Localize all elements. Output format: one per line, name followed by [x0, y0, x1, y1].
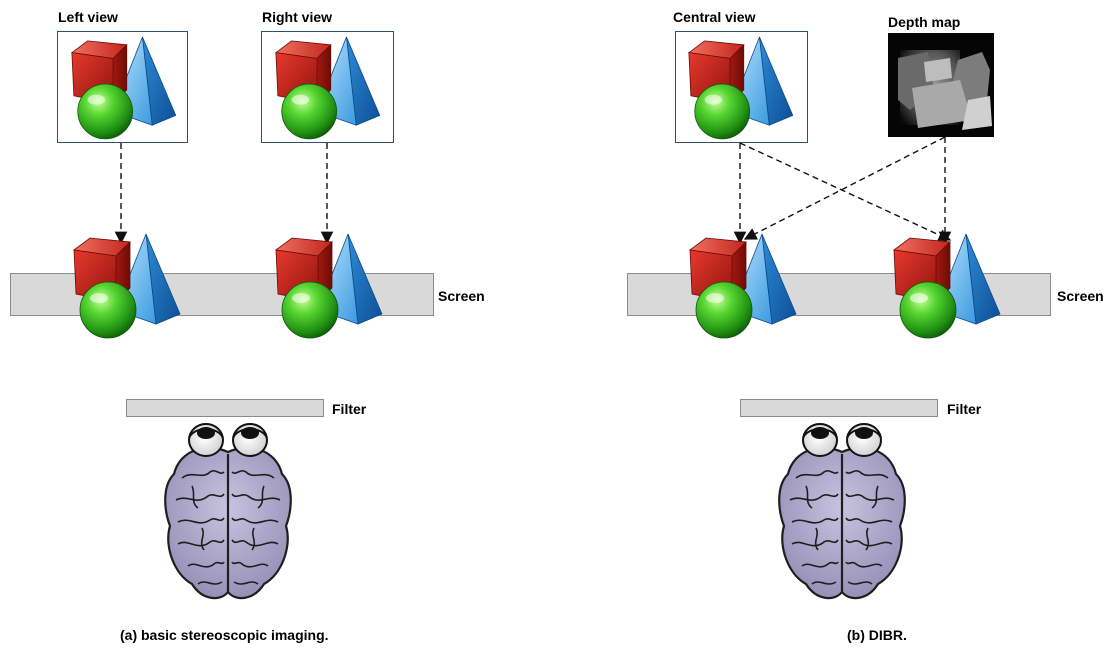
caption-b: (b) DIBR. [847, 627, 907, 643]
arrow-central-right [739, 142, 952, 241]
filter-label-a: Filter [332, 401, 367, 417]
brain-eyes-icon-a [164, 422, 292, 600]
depth-map-label: Depth map [888, 14, 961, 30]
central-view-label: Central view [673, 9, 756, 25]
brain-eyes-icon-b [778, 422, 906, 600]
left-view-objects-icon [71, 36, 177, 140]
filter-label-b: Filter [947, 401, 982, 417]
screen-label-b: Screen [1057, 288, 1104, 304]
screen-label-a: Screen [438, 288, 485, 304]
central-view-objects-icon [688, 36, 794, 140]
left-view-label: Left view [58, 9, 118, 25]
filter-bar-b [740, 399, 938, 417]
filter-bar-a [126, 399, 324, 417]
screen-right-objects-icon [275, 233, 383, 339]
right-view-objects-icon [275, 36, 381, 140]
right-view-label: Right view [262, 9, 333, 25]
screen-b-left-objects-icon [689, 233, 797, 339]
screen-b-right-objects-icon [893, 233, 1001, 339]
arrow-depth-left [743, 136, 946, 240]
depth-map-icon [888, 33, 994, 137]
screen-left-objects-icon [73, 233, 181, 339]
caption-a: (a) basic stereoscopic imaging. [120, 627, 329, 643]
